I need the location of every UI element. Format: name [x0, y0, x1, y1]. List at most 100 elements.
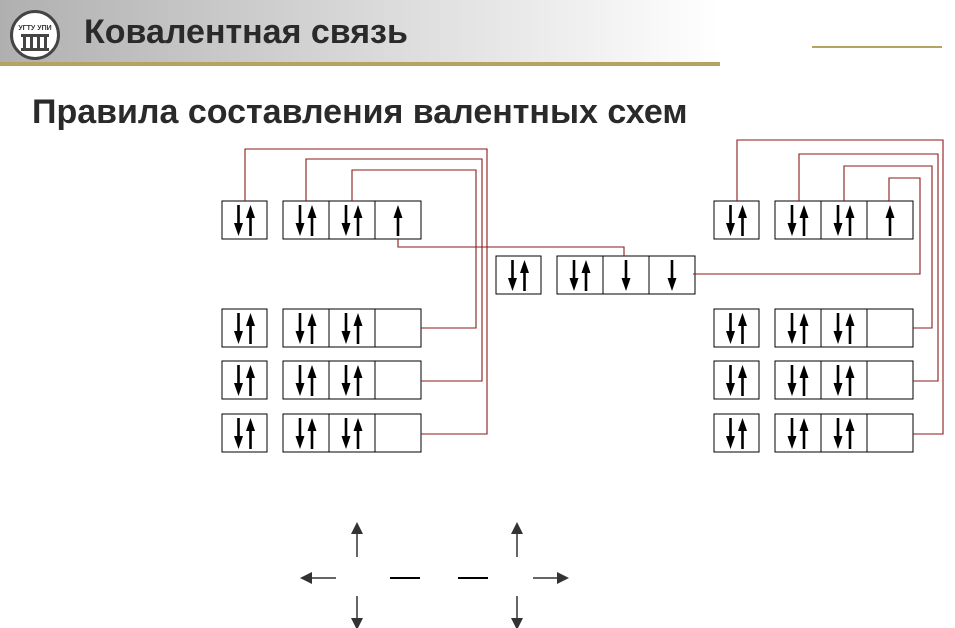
- logo-column: [23, 35, 26, 49]
- electron-down-arrow: [295, 313, 305, 344]
- electron-down-arrow: [295, 418, 305, 449]
- right-partner-row: [713, 360, 914, 400]
- electron-up-arrow: [353, 205, 363, 236]
- electron-down-arrow: [508, 260, 517, 291]
- orbital-cell: [221, 200, 268, 240]
- logo-column: [37, 35, 40, 49]
- electron-up-arrow: [307, 418, 317, 449]
- electron-down-arrow: [726, 418, 735, 449]
- electron-up-arrow: [353, 365, 363, 396]
- electron-down-arrow: [833, 313, 843, 344]
- orbital-cell: [866, 200, 914, 240]
- header-right-line: [812, 46, 942, 48]
- orbital-cell: [282, 413, 330, 453]
- orbital-cell: [282, 360, 330, 400]
- orbital-cell: [374, 308, 422, 348]
- orbital-cell: [282, 200, 330, 240]
- logo-roof: [21, 34, 49, 37]
- page-subtitle: Правила составления валентных схем: [32, 93, 688, 131]
- electron-up-arrow: [520, 260, 529, 291]
- electron-up-arrow: [307, 313, 317, 344]
- electron-up-arrow: [307, 205, 317, 236]
- left-atom-row: [221, 200, 422, 240]
- logo-base: [21, 48, 49, 51]
- orbital-cell: [713, 360, 760, 400]
- right-partner-row: [713, 308, 914, 348]
- left-partner-row: [221, 360, 422, 400]
- orbital-cell: [774, 308, 822, 348]
- electron-down-arrow: [726, 313, 735, 344]
- electron-up-arrow: [845, 313, 855, 344]
- connector-group: [244, 139, 944, 435]
- connector-line: [798, 153, 939, 382]
- electron-down-arrow: [234, 313, 243, 344]
- orbital-cell: [328, 413, 376, 453]
- orbital-cell: [774, 360, 822, 400]
- header-band: [0, 0, 720, 64]
- orbital-cell: [866, 413, 914, 453]
- electron-up-arrow: [845, 205, 855, 236]
- electron-down-arrow: [726, 205, 735, 236]
- electron-up-arrow: [845, 365, 855, 396]
- electron-down-arrow: [787, 313, 797, 344]
- electron-up-arrow: [799, 313, 809, 344]
- electron-up-arrow: [845, 418, 855, 449]
- electron-down-arrow: [234, 365, 243, 396]
- electron-down-arrow: [833, 205, 843, 236]
- orbital-cell: [221, 308, 268, 348]
- university-logo-icon: УГТУ УПИ: [10, 10, 60, 60]
- electron-down-arrow: [234, 418, 243, 449]
- orbital-cell: [282, 308, 330, 348]
- connector-line: [397, 239, 625, 256]
- orbital-cell: [374, 200, 422, 240]
- electron-down-arrow: [295, 205, 305, 236]
- orbital-cell: [602, 255, 650, 295]
- orbital-cell: [866, 308, 914, 348]
- orbital-cell: [328, 360, 376, 400]
- electron-down-arrow: [341, 313, 351, 344]
- orbital-cell: [328, 200, 376, 240]
- logo-column: [30, 35, 33, 49]
- electron-up-arrow: [246, 205, 255, 236]
- electron-down-arrow: [569, 260, 579, 291]
- electron-up-arrow: [738, 313, 747, 344]
- orbital-cell: [221, 413, 268, 453]
- electron-down-arrow: [341, 418, 351, 449]
- electron-up-arrow: [799, 418, 809, 449]
- electron-down-arrow: [621, 260, 631, 291]
- connector-line: [693, 177, 921, 275]
- left-partner-row: [221, 413, 422, 453]
- electron-up-arrow: [799, 205, 809, 236]
- electron-down-arrow: [667, 260, 677, 291]
- orbital-cell: [374, 413, 422, 453]
- orbital-cell: [713, 200, 760, 240]
- orbital-cell: [820, 360, 868, 400]
- orbital-cell: [556, 255, 604, 295]
- electron-down-arrow: [787, 418, 797, 449]
- electron-up-arrow: [738, 205, 747, 236]
- electron-up-arrow: [738, 418, 747, 449]
- electron-down-arrow: [833, 418, 843, 449]
- electron-up-arrow: [307, 365, 317, 396]
- orbital-cell: [820, 308, 868, 348]
- electron-up-arrow: [393, 205, 403, 236]
- central-atom-row: [495, 255, 696, 295]
- orbital-cell: [866, 360, 914, 400]
- electron-down-arrow: [341, 365, 351, 396]
- orbital-cell: [774, 413, 822, 453]
- electron-up-arrow: [885, 205, 895, 236]
- electron-up-arrow: [353, 313, 363, 344]
- electron-down-arrow: [833, 365, 843, 396]
- orbital-group: [221, 200, 914, 453]
- page-title: Ковалентная связь: [84, 13, 408, 51]
- connector-line: [305, 158, 483, 382]
- left-partner-row: [221, 308, 422, 348]
- logo-column: [44, 35, 47, 49]
- connector-line: [244, 148, 488, 435]
- electron-down-arrow: [787, 205, 797, 236]
- electron-down-arrow: [234, 205, 243, 236]
- orbital-cell: [820, 200, 868, 240]
- electron-down-arrow: [295, 365, 305, 396]
- electron-up-arrow: [799, 365, 809, 396]
- orbital-cell: [820, 413, 868, 453]
